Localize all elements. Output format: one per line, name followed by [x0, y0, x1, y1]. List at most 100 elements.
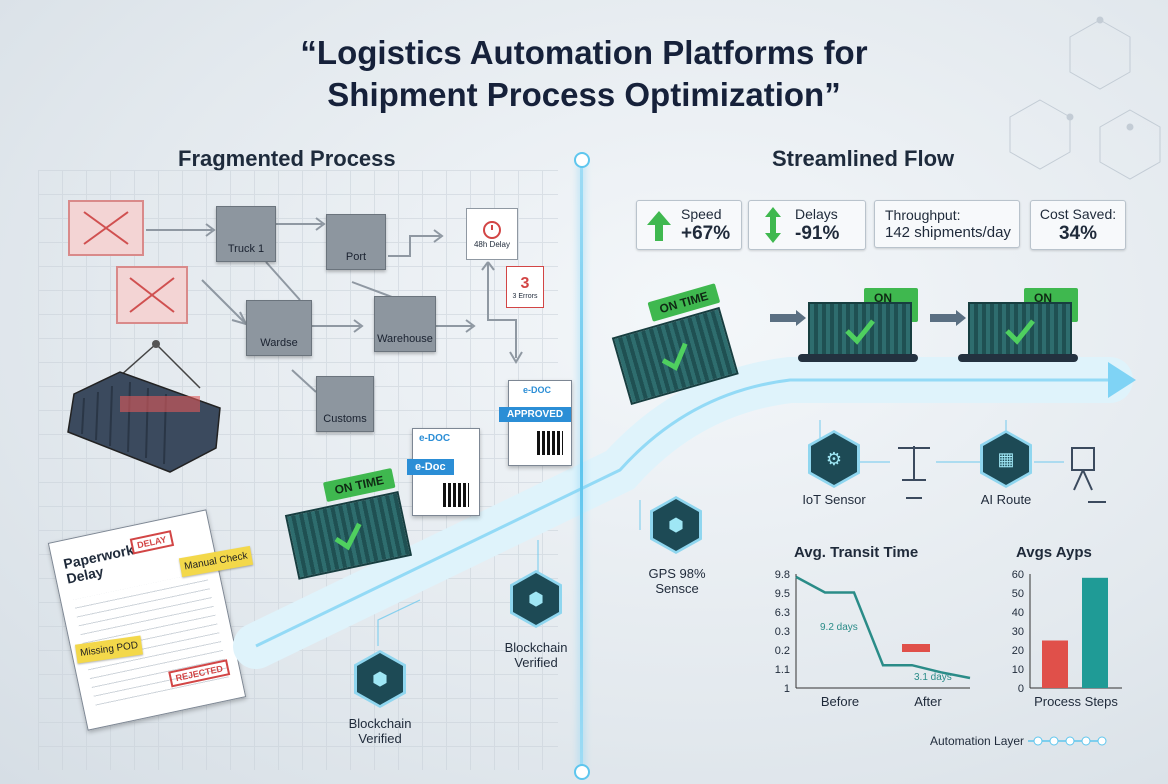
errors-label: 3 Errors — [512, 292, 538, 300]
ai-hex: ▦ — [980, 430, 1032, 488]
node-warehouse: Warehouse — [374, 296, 436, 352]
annotation-label: 9.2 days — [820, 622, 858, 633]
blockchain-hex-2: ⬢ — [510, 570, 562, 628]
metric-throughput-value: 142 shipments/day — [885, 224, 1011, 241]
edoc-badge: e-Doc — [407, 459, 454, 475]
left-heading: Fragmented Process — [178, 146, 396, 171]
y-tick-label: 60 — [1012, 569, 1024, 581]
y-tick-label: 0 — [1018, 683, 1024, 695]
metric-speed-label: Speed — [681, 205, 722, 222]
x-tick-label: Before — [821, 694, 859, 709]
gps-label: GPS 98% Sensce — [648, 566, 706, 596]
gps-icon: ⬢ — [653, 499, 699, 551]
y-tick-label: 1.1 — [775, 664, 790, 676]
node-chain-icon — [1028, 736, 1107, 746]
fragmented-arrows — [146, 217, 523, 393]
checkmark-icon — [334, 522, 362, 551]
metric-delays-label: Delays — [795, 205, 838, 222]
damaged-container — [67, 340, 221, 473]
cross-arrows-icon — [129, 277, 175, 313]
qr-code-icon — [443, 483, 469, 507]
ai-label: AI Route — [980, 492, 1032, 507]
y-tick-label: 10 — [1012, 664, 1024, 676]
y-tick-label: 1 — [784, 683, 790, 695]
automation-layer: Automation Layer — [930, 734, 1108, 748]
transit-time-chart: 9.8 9.5 6.3 0.3 0.2 1.1 1 9.2 days 3.1 daysBefor… — [775, 569, 971, 709]
blockchain-hex-1: ⬢ — [354, 650, 406, 708]
node-port: Port — [326, 214, 386, 270]
container-2: ON TIME — [605, 282, 751, 421]
page-title: “Logistics Automation Platforms for Ship… — [300, 34, 868, 113]
errors-count: 3 — [520, 274, 530, 292]
metric-cost-label: Cost Saved: — [1039, 205, 1117, 222]
y-tick-label: 6.3 — [775, 607, 790, 619]
annotation-label: 3.1 days — [914, 672, 952, 683]
cross-arrows-icon — [83, 211, 129, 245]
edoc-small-label: e-DOC — [419, 433, 451, 444]
edoc-card: e-DOC e-Doc — [407, 428, 480, 516]
error-box-1 — [68, 200, 144, 256]
metric-throughput-label: Throughput: — [885, 207, 961, 223]
automation-layer-label: Automation Layer — [930, 734, 1025, 748]
iot-hex: ⚙ — [808, 430, 860, 488]
container-4: ON TIME — [958, 288, 1078, 370]
ai-route-icon: ▦ — [983, 433, 1029, 485]
y-tick-label: 0.2 — [775, 645, 790, 657]
y-tick-label: 30 — [1012, 626, 1024, 638]
delay-label: 48h Delay — [473, 239, 511, 249]
y-tick-label: 9.8 — [775, 569, 790, 581]
error-box-2 — [116, 266, 188, 324]
highlight-marker — [902, 644, 930, 652]
gps-hex: ⬢ — [650, 496, 702, 554]
clock-icon — [483, 220, 501, 239]
errors-card: 3 3 Errors — [506, 266, 544, 308]
blockchain-icon: ⬢ — [357, 653, 403, 705]
metric-speed-value: +67% — [681, 222, 731, 244]
delay-card: 48h Delay — [466, 208, 518, 260]
camera-drone-icon — [1071, 447, 1106, 503]
qr-code-icon — [537, 431, 563, 455]
hex-network-decoration — [1009, 16, 1161, 180]
motion-arrows-icon — [930, 310, 966, 326]
y-tick-label: 0.3 — [775, 626, 790, 638]
arrow-up-icon — [647, 211, 671, 241]
y-tick-label: 50 — [1012, 588, 1024, 600]
container-3: ON TIME — [798, 288, 918, 370]
metric-delays-value: -91% — [795, 222, 840, 244]
divider-node-top — [574, 152, 590, 168]
edoc-small-label: e-DOC — [523, 385, 552, 395]
metric-throughput: Throughput: 142 shipments/day — [874, 200, 1020, 248]
y-tick-label: 9.5 — [775, 588, 790, 600]
checkmark-icon — [845, 319, 875, 345]
checkmark-icon — [661, 342, 688, 371]
divider-node-bottom — [574, 764, 590, 780]
checkmark-icon — [1005, 319, 1035, 345]
container-1: ON TIME — [280, 467, 420, 600]
chart2-title: Avgs Ayps — [1016, 544, 1092, 561]
center-divider — [580, 160, 583, 770]
crane-icon — [898, 446, 930, 499]
node-wardse: Wardse — [246, 300, 312, 356]
arrow-up-down-icon — [765, 207, 781, 243]
y-tick-label: 40 — [1012, 607, 1024, 619]
metric-speed: Speed +67% — [636, 200, 742, 250]
approved-doc-card: e-DOC APPROVED — [499, 380, 572, 466]
motion-arrows-icon — [770, 310, 806, 326]
blockchain-icon: ⬢ — [513, 573, 559, 625]
blockchain-label-2: Blockchain Verified — [504, 640, 568, 670]
node-customs: Customs — [316, 376, 374, 432]
metric-cost-value: 34% — [1058, 222, 1098, 244]
x-axis-label: Process Steps — [1034, 694, 1118, 709]
blockchain-label-1: Blockchain Verified — [348, 716, 412, 746]
bar — [1042, 640, 1068, 688]
approved-badge: APPROVED — [499, 407, 572, 422]
iot-label: IoT Sensor — [802, 492, 866, 507]
metric-delays: Delays -91% — [748, 200, 866, 250]
right-heading: Streamlined Flow — [772, 146, 955, 171]
x-tick-label: After — [914, 694, 942, 709]
bar — [1082, 577, 1108, 688]
metric-cost: Cost Saved: 34% — [1030, 200, 1126, 250]
y-tick-label: 20 — [1012, 645, 1024, 657]
